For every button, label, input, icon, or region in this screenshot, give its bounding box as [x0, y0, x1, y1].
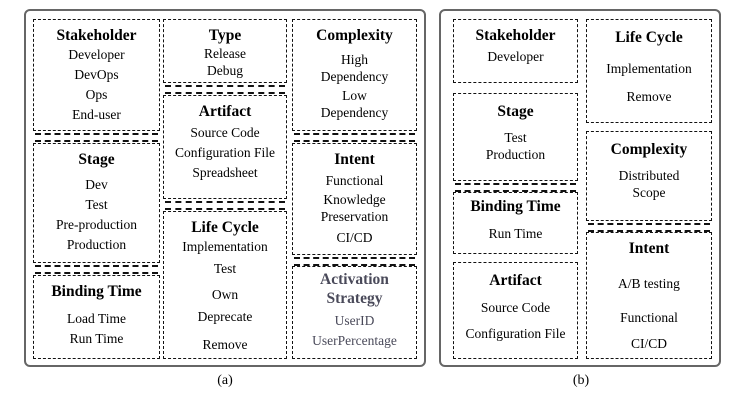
a-intent-title: Intent [334, 151, 375, 168]
a-stakeholder-item: End-user [72, 107, 121, 122]
b-stakeholder-title: Stakeholder [475, 27, 556, 44]
a-complexity-item: Low [342, 88, 367, 103]
b-intent-box: Intent A/B testing Functional CI/CD [586, 232, 712, 359]
a-complexity-item: Dependency [320, 69, 389, 84]
a-complexity-box: Complexity High Dependency Low Dependenc… [292, 19, 417, 131]
a-binding-box: Binding Time Load Time Run Time [33, 275, 160, 359]
a-lifecycle-box: Life Cycle Implementation Test Own Depre… [163, 211, 287, 359]
b-stage-item: Production [485, 147, 546, 162]
b-stage-title: Stage [497, 103, 534, 120]
a-stakeholder-title: Stakeholder [56, 27, 137, 44]
a-intent-item: Preservation [320, 209, 389, 224]
b-intent-item: CI/CD [630, 336, 667, 351]
b-separator [588, 223, 710, 232]
b-artifact-title: Artifact [489, 272, 542, 289]
a-activation-item: UserPercentage [312, 333, 397, 348]
b-binding-title: Binding Time [470, 198, 561, 215]
a-stakeholder-item: Ops [85, 87, 108, 102]
a-stakeholder-item: DevOps [74, 67, 119, 82]
b-lifecycle-item: Implementation [606, 61, 692, 76]
a-stage-box: Stage Dev Test Pre-production Production [33, 143, 160, 263]
a-stakeholder-box: Stakeholder Developer DevOps Ops End-use… [33, 19, 160, 131]
b-lifecycle-item: Remove [626, 89, 672, 104]
b-complexity-item: Distributed [618, 168, 680, 183]
a-activation-title-line2: Strategy [326, 290, 383, 307]
b-artifact-box: Artifact Source Code Configuration File [453, 262, 578, 359]
a-activation-title: Activation [320, 271, 389, 288]
a-type-box: Type Release Debug [163, 19, 287, 83]
b-stage-item: Test [504, 130, 527, 145]
caption-a: (a) [217, 373, 233, 388]
b-binding-box: Binding Time Run Time [453, 192, 578, 254]
a-activation-item: UserID [334, 313, 375, 328]
b-complexity-title: Complexity [610, 141, 688, 158]
a-separator [35, 133, 158, 142]
caption-b: (b) [572, 373, 590, 388]
a-lifecycle-item: Implementation [182, 239, 268, 254]
a-type-item: Release [204, 46, 246, 61]
a-artifact-title: Artifact [198, 103, 252, 120]
a-type-title: Type [208, 27, 242, 44]
a-artifact-item: Source Code [190, 125, 260, 140]
a-artifact-box: Artifact Source Code Configuration File … [163, 95, 287, 199]
panel-b [439, 9, 721, 367]
a-type-item: Debug [207, 63, 243, 78]
b-separator [455, 183, 576, 192]
a-binding-item: Run Time [69, 331, 124, 346]
b-lifecycle-title: Life Cycle [615, 29, 683, 46]
a-complexity-item: High [341, 52, 368, 67]
b-complexity-box: Complexity Distributed Scope [586, 131, 712, 221]
b-binding-item: Run Time [488, 226, 543, 241]
a-artifact-item: Spreadsheet [192, 165, 258, 180]
b-stakeholder-item: Developer [487, 49, 544, 64]
a-separator [35, 265, 158, 274]
a-complexity-item: Dependency [320, 105, 389, 120]
b-intent-title: Intent [628, 240, 670, 257]
a-stage-item: Test [85, 197, 108, 212]
a-separator [294, 257, 415, 266]
a-lifecycle-item: Deprecate [197, 309, 253, 324]
a-activation-box: Activation Strategy UserID UserPercentag… [292, 266, 417, 359]
b-stage-box: Stage Test Production [453, 93, 578, 181]
a-stage-item: Production [66, 237, 127, 252]
a-intent-item: CI/CD [336, 230, 373, 245]
a-artifact-item: Configuration File [174, 145, 276, 160]
b-artifact-item: Configuration File [465, 326, 566, 341]
a-stakeholder-item: Developer [68, 47, 125, 62]
a-separator [165, 85, 285, 94]
a-intent-item: Functional [325, 173, 384, 188]
a-complexity-title: Complexity [316, 27, 393, 44]
a-lifecycle-item: Remove [202, 337, 248, 352]
a-separator [165, 201, 285, 210]
b-artifact-item: Source Code [480, 300, 551, 315]
a-binding-title: Binding Time [51, 283, 142, 300]
a-stage-title: Stage [78, 151, 115, 168]
b-intent-item: Functional [620, 310, 678, 325]
b-complexity-item: Scope [632, 185, 666, 200]
a-lifecycle-item: Own [211, 287, 239, 302]
a-intent-item: Knowledge [323, 192, 386, 207]
panel-a [24, 9, 426, 367]
b-intent-item: A/B testing [618, 276, 680, 291]
a-intent-box: Intent Functional Knowledge Preservation… [292, 143, 417, 255]
a-lifecycle-item: Test [213, 261, 237, 276]
a-binding-item: Load Time [67, 311, 126, 326]
a-lifecycle-title: Life Cycle [191, 219, 259, 236]
a-stage-item: Pre-production [56, 217, 137, 232]
b-stakeholder-box: Stakeholder Developer [453, 19, 578, 83]
a-stage-item: Dev [85, 177, 108, 192]
b-lifecycle-box: Life Cycle Implementation Remove [586, 19, 712, 123]
a-separator [294, 133, 415, 142]
